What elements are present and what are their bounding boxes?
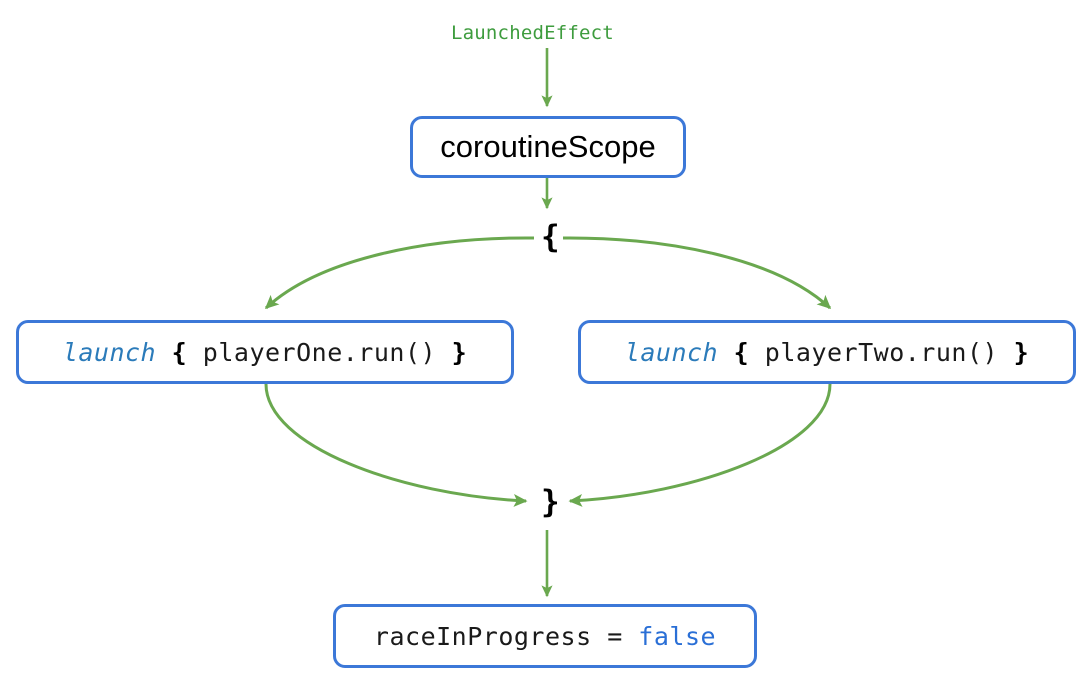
node-coroutine-scope[interactable]: coroutineScope [410,116,686,178]
node-race-in-progress[interactable]: raceInProgress = false [333,604,757,668]
launched-effect-label: LaunchedEffect [451,22,614,44]
node-launch-player-two[interactable]: launch { playerTwo.run() } [578,320,1076,384]
edge-open-brace-to-player-two [561,236,832,310]
close-brace-junction: } [538,487,563,518]
edge-open-brace-to-player-one [264,236,535,310]
launch-close-brace-two: } [1013,337,1030,367]
node-launch-player-one[interactable]: launch { playerOne.run() } [16,320,514,384]
launch-open-brace-one: { [171,337,188,367]
open-brace-junction: { [538,222,563,253]
launch-body-one: playerOne.run() [202,337,437,367]
edge-player-two-to-close-brace [568,383,832,507]
launch-keyword-one: launch [62,337,157,367]
launch-open-brace-two: { [733,337,750,367]
race-literal-false: false [638,621,717,651]
launch-close-brace-one: } [451,337,468,367]
launch-body-two: playerTwo.run() [764,337,999,367]
node-coroutine-scope-label: coroutineScope [440,129,656,164]
edge-player-one-to-close-brace [264,383,528,507]
launch-keyword-two: launch [624,337,719,367]
race-assignment-text: raceInProgress = [373,621,639,651]
